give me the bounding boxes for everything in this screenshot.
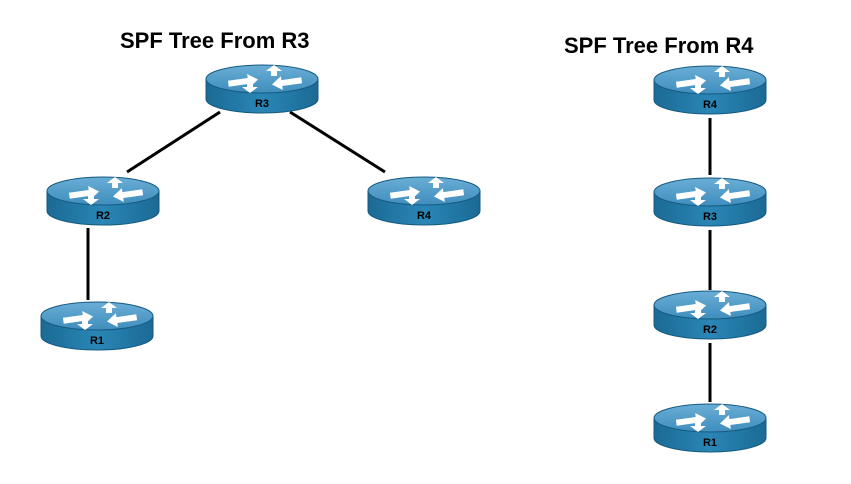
link-r3-r4: [289, 110, 386, 174]
router-r4-left: R4: [367, 176, 481, 226]
router-label: R1: [703, 437, 717, 449]
router-r4-right: R4: [653, 65, 767, 115]
link-r3-r2: [126, 110, 221, 174]
router-r1-right: R1: [653, 403, 767, 453]
router-r3-left: R3: [205, 64, 319, 114]
router-r1-left: R1: [40, 301, 154, 351]
router-label: R2: [96, 210, 110, 222]
router-label: R3: [703, 211, 717, 223]
router-label: R2: [703, 324, 717, 336]
router-r2-right: R2: [653, 290, 767, 340]
router-label: R4: [417, 210, 432, 222]
router-label: R3: [255, 98, 269, 110]
router-label: R4: [703, 99, 718, 111]
router-label: R1: [90, 335, 104, 347]
diagram-title-r3: SPF Tree From R3: [120, 28, 310, 53]
router-r3-right: R3: [653, 177, 767, 227]
router-r2-left: R2: [46, 176, 160, 226]
diagram-title-r4: SPF Tree From R4: [564, 33, 754, 58]
